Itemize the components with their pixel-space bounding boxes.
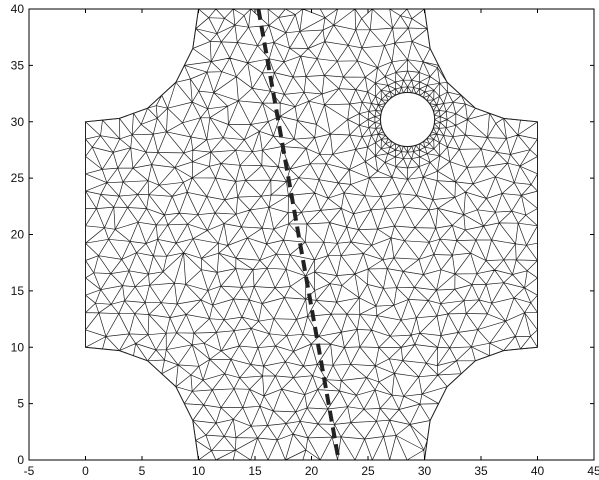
y-tick-label: 25 [11, 171, 25, 185]
x-tick-label: 25 [361, 464, 375, 478]
y-tick-label: 35 [11, 58, 25, 72]
circular-hole [379, 91, 436, 148]
x-tick-label: 5 [139, 464, 146, 478]
x-tick-label: 35 [474, 464, 488, 478]
x-tick-label: 30 [418, 464, 432, 478]
x-tick-label: -5 [24, 464, 35, 478]
x-tick-label: 20 [305, 464, 319, 478]
axis-ticks [28, 8, 595, 461]
y-tick-label: 15 [11, 284, 25, 298]
y-tick-label: 5 [17, 397, 24, 411]
y-tick-label: 10 [11, 340, 25, 354]
x-tick-label: 10 [192, 464, 206, 478]
x-tick-label: 40 [531, 464, 545, 478]
y-tick-label: 40 [11, 2, 25, 16]
x-tick-label: 0 [82, 464, 89, 478]
x-tick-label: 15 [248, 464, 262, 478]
fault-dashed-line [256, 8, 341, 461]
x-tick-label: 45 [587, 464, 599, 478]
y-tick-label: 0 [17, 453, 24, 467]
x-tick-labels: -5 0 5 10 15 20 25 30 35 40 45 [24, 464, 599, 478]
y-tick-label: 20 [11, 228, 25, 242]
y-tick-label: 30 [11, 115, 25, 129]
y-tick-labels: 0 5 10 15 20 25 30 35 40 [11, 2, 25, 467]
